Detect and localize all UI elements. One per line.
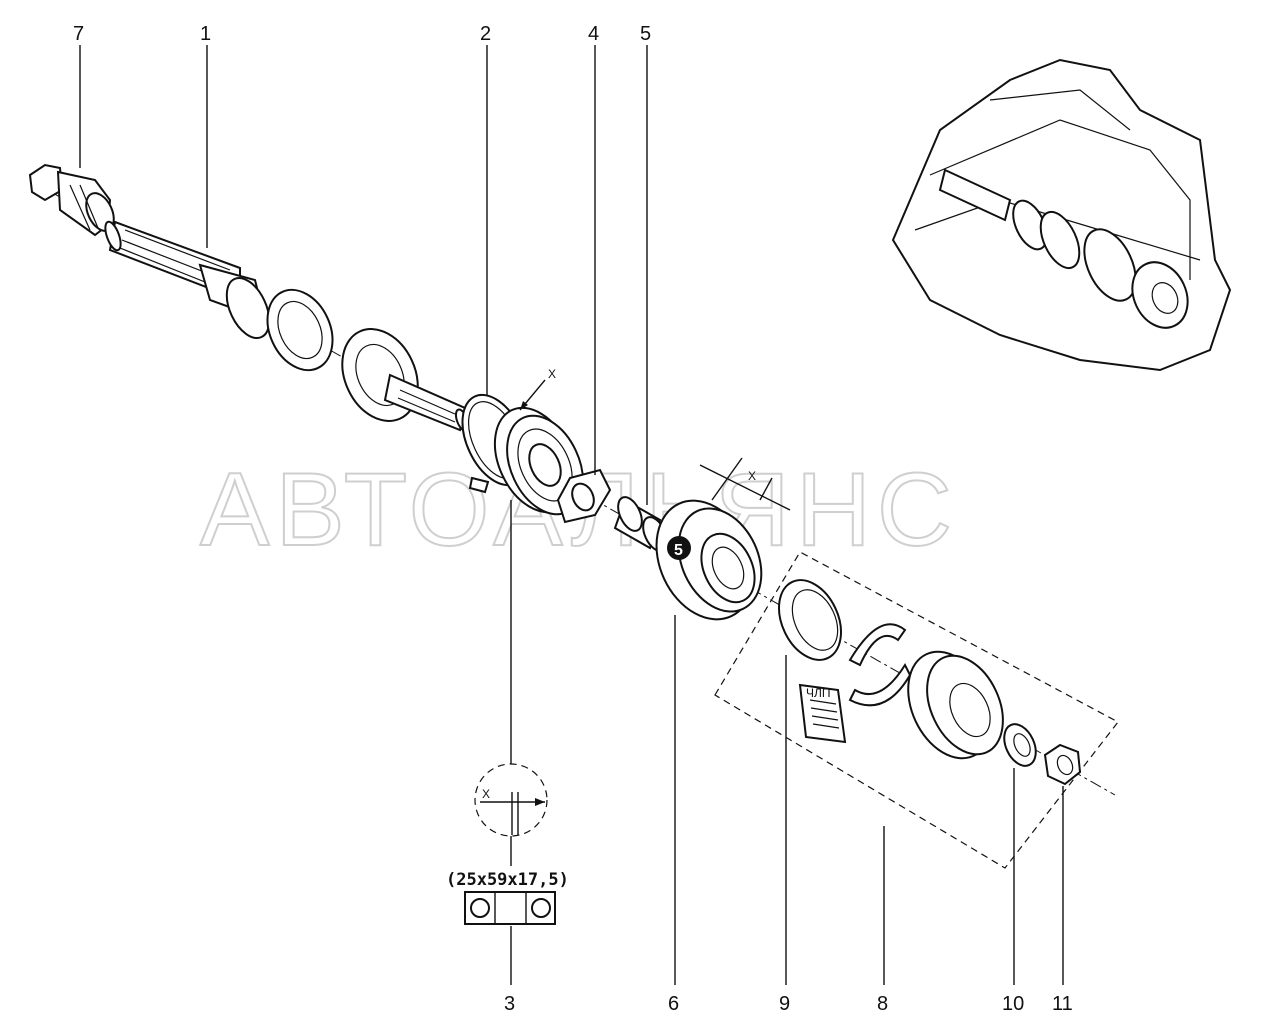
part-10-lock-washer xyxy=(1003,723,1037,767)
part-4-thrust-washer xyxy=(556,468,612,524)
part-6-gear: 5 xyxy=(655,499,763,621)
svg-text:X: X xyxy=(482,787,490,801)
part-7-coupling-sleeve xyxy=(28,163,115,237)
callout-9: 9 xyxy=(779,993,790,1015)
svg-text:X: X xyxy=(748,469,756,483)
clearance-marker-2: X xyxy=(699,457,791,511)
part-3-ball-bearing xyxy=(493,406,584,516)
callout-4: 4 xyxy=(588,23,599,45)
synchro-springs xyxy=(848,623,912,707)
synchro-hub xyxy=(907,650,1004,760)
bearing-symbol-icon xyxy=(464,891,556,925)
svg-text:X: X xyxy=(548,367,556,381)
callout-2: 2 xyxy=(480,23,491,45)
callout-10: 10 xyxy=(1002,993,1024,1015)
part-1-input-shaft xyxy=(104,220,470,432)
clearance-marker-1: X xyxy=(519,367,556,411)
callout-5: 5 xyxy=(640,23,651,45)
torque-badge-label: 5 xyxy=(674,542,683,559)
callout-7: 7 xyxy=(73,23,84,45)
part-11-nut xyxy=(1043,743,1082,786)
callout-11: 11 xyxy=(1052,993,1073,1015)
callout-3: 3 xyxy=(504,993,515,1015)
kit-label: ЧЛП xyxy=(806,686,831,700)
torque-badge-icon xyxy=(667,536,691,560)
instruction-booklet-icon: ЧЛП xyxy=(798,683,847,744)
gearbox-assembly-view xyxy=(891,58,1232,372)
leader-lines xyxy=(79,45,1064,985)
callout-1: 1 xyxy=(200,23,211,45)
part-9-synchro-ring xyxy=(778,579,842,661)
callout-6: 6 xyxy=(668,993,679,1015)
kit-boundary xyxy=(714,551,1119,869)
clearance-detail: X xyxy=(474,763,548,837)
callout-8: 8 xyxy=(877,993,888,1015)
bearing-spec-label: (25x59x17,5) xyxy=(446,870,569,890)
